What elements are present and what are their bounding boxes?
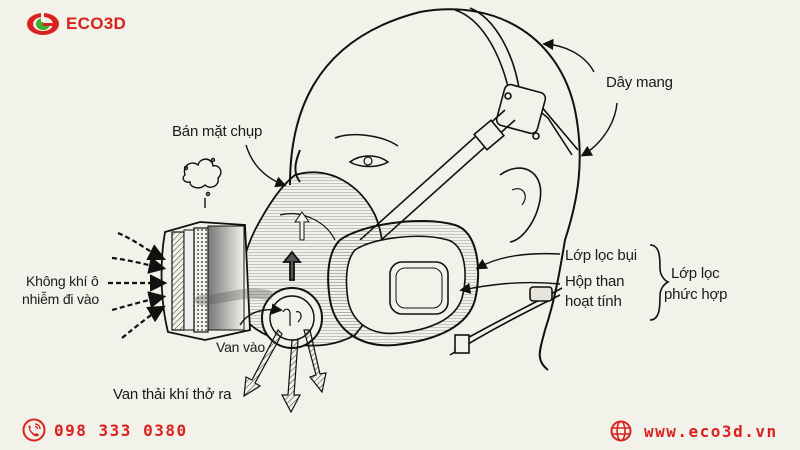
exhale-arrows (243, 328, 327, 414)
left-cartridge-cutaway (160, 221, 273, 341)
brand-name: ECO3D (66, 14, 127, 33)
label-composite-filter-line1: Lớp lọc (671, 265, 720, 282)
label-inhalation-valve: Van vào (216, 339, 265, 355)
right-cartridge (327, 220, 480, 347)
label-carbon-box-line1: Hộp than (565, 273, 625, 290)
phone-number: 098 333 0380 (54, 420, 188, 440)
website-url: www.eco3d.vn (644, 421, 778, 441)
label-polluted-air-line1: Không khí ô (26, 273, 99, 289)
label-composite-filter-line2: phức hợp (664, 286, 728, 303)
label-half-mask: Bán mặt chụp (172, 123, 263, 140)
dust-cloud-icon (182, 157, 222, 208)
polluted-air-arrows (108, 231, 168, 339)
label-straps: Dây mang (606, 74, 673, 91)
callout-lines (239, 38, 618, 326)
phone-icon (22, 418, 46, 442)
eco3d-logo-icon (27, 12, 59, 35)
globe-icon (610, 420, 632, 442)
head-outline (289, 8, 581, 371)
head-straps (359, 7, 579, 356)
label-exhalation-valve: Van thải khí thở ra (113, 386, 232, 403)
footer-website[interactable]: www.eco3d.vn (610, 420, 778, 442)
label-polluted-air-line2: nhiễm đi vào (22, 291, 99, 307)
brand-logo[interactable]: ECO3D (26, 10, 126, 38)
footer-phone[interactable]: 098 333 0380 (22, 418, 188, 442)
composite-filter-brace (649, 244, 670, 321)
label-dust-filter-layer: Lớp lọc bụi (565, 247, 637, 264)
label-carbon-box-line2: hoạt tính (565, 293, 622, 310)
